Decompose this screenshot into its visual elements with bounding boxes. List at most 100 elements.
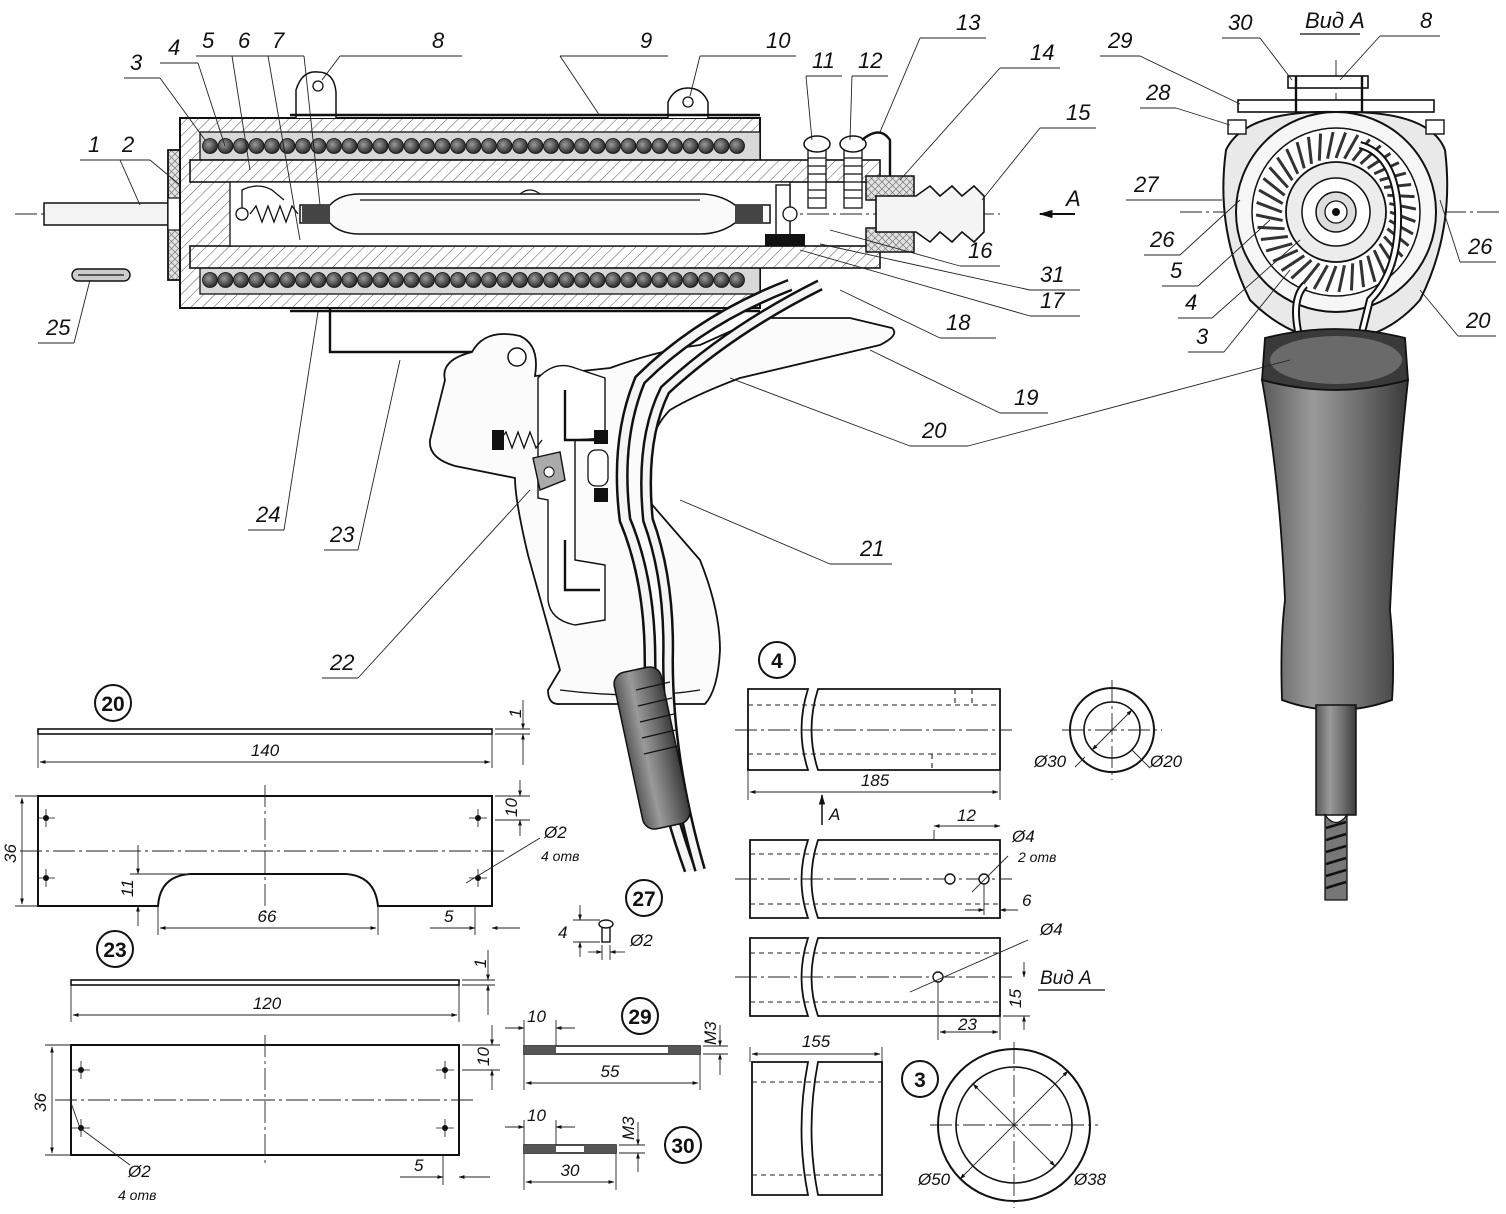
callout-8: 8: [432, 28, 445, 53]
part-4-tube: 4 185 A Ø30 Ø20 12 Ø4 2 отв: [735, 641, 1183, 1040]
lamp: [299, 193, 771, 235]
callout-1: 1: [88, 132, 100, 157]
part-4-hole2-height: 15: [1006, 989, 1025, 1008]
callout-16: 16: [968, 238, 993, 263]
part-23-length: 120: [253, 994, 282, 1013]
end-view-callout-26: 26: [1149, 227, 1175, 252]
part-30-thread: M3: [619, 1116, 638, 1140]
part-3-inner: Ø38: [1073, 1170, 1107, 1189]
part-4-hole-dia: Ø4: [1011, 827, 1035, 846]
end-view-callout-3: 3: [1196, 324, 1209, 349]
end-view-callout-26: 26: [1467, 234, 1493, 259]
part-29-thread-len: 10: [527, 1007, 546, 1026]
part-20-plate: 20 140 1 36 10 11 66 5 Ø2 4 отв: [1, 684, 579, 935]
end-view-callout-27: 27: [1133, 172, 1159, 197]
part-20-cut-depth: 11: [118, 879, 137, 897]
end-view-callout-20: 20: [1465, 308, 1491, 333]
part-3-outer: Ø50: [917, 1170, 951, 1189]
callout-11: 11: [812, 48, 835, 73]
callout-13: 13: [956, 10, 981, 35]
callout-12: 12: [858, 48, 882, 73]
heat-gun-section: A: [15, 71, 1081, 873]
callout-2: 2: [121, 132, 134, 157]
part-23-id: 23: [103, 939, 126, 962]
mounting-lugs: [290, 71, 760, 118]
callout-14: 14: [1030, 40, 1054, 65]
end-view-callout-29: 29: [1107, 28, 1132, 53]
callout-5: 5: [202, 28, 215, 53]
part-4-hole-offset: 12: [957, 806, 976, 825]
callout-25: 25: [45, 315, 71, 340]
part-20-thickness: 1: [506, 709, 525, 718]
part-27-length: 4: [558, 923, 567, 942]
callout-22: 22: [329, 650, 354, 675]
part-4-outer: Ø30: [1033, 752, 1067, 771]
part-4-hole2-dia: Ø4: [1039, 920, 1063, 939]
part-29-id: 29: [628, 1006, 651, 1029]
part-30-thread-len: 10: [527, 1106, 546, 1125]
part-4-view-label: Вид А: [1040, 968, 1092, 989]
part-23-hole: Ø2: [127, 1162, 151, 1181]
hose-fitting: [875, 184, 985, 244]
part-23-edge: 10: [474, 1047, 493, 1066]
part-27-pin: 27 4 Ø2: [558, 879, 663, 960]
part-29-thread: M3: [701, 1021, 720, 1045]
part-30-id: 30: [671, 1135, 694, 1158]
callout-7: 7: [272, 28, 285, 53]
part-4-inner: Ø20: [1149, 752, 1183, 771]
part-4-hole2-offset: 23: [957, 1015, 977, 1034]
callout-24: 24: [255, 502, 280, 527]
part-23-thickness: 1: [471, 959, 490, 968]
part-27-dia: Ø2: [629, 931, 653, 950]
callout-15: 15: [1066, 100, 1091, 125]
nozzle-tube: [43, 202, 185, 226]
part-29-length: 55: [601, 1062, 620, 1081]
callout-3: 3: [130, 50, 143, 75]
part-3-id: 3: [914, 1069, 926, 1092]
part-23-margin: 5: [414, 1156, 424, 1175]
end-view-callout-5: 5: [1170, 258, 1183, 283]
part-30-length: 30: [561, 1161, 580, 1180]
part-3-length: 155: [802, 1032, 831, 1051]
part-29-rod: 29 10 55 M3: [505, 997, 728, 1090]
part-20-id: 20: [101, 693, 124, 716]
callout-18: 18: [946, 310, 971, 335]
callout-17: 17: [1040, 288, 1065, 313]
part-20-margin: 5: [444, 907, 454, 926]
part-20-edge: 10: [502, 798, 521, 817]
part-30-rod: 30 10 30 M3: [505, 1106, 702, 1190]
part-4-hole-count: 2 отв: [1017, 849, 1056, 865]
part-20-hole-count: 4 отв: [541, 848, 579, 864]
callout-20: 20: [921, 418, 947, 443]
part-20-cut-width: 66: [258, 907, 277, 926]
part-3-tube: 155 3 Ø50 Ø38: [749, 1032, 1107, 1208]
pistol-handle: [429, 278, 896, 873]
coil-row-top: [202, 138, 745, 154]
spring: [249, 204, 299, 224]
part-4-id: 4: [771, 650, 783, 673]
part-20-length: 140: [251, 741, 280, 760]
terminal-screws: [803, 131, 892, 209]
coil-row-bottom: [202, 272, 745, 288]
callout-21: 21: [859, 536, 884, 561]
callout-9: 9: [640, 28, 652, 53]
end-view-coils: [1255, 131, 1417, 293]
part-20-hole: Ø2: [543, 823, 567, 842]
callout-6: 6: [238, 28, 251, 53]
callout-4: 4: [168, 35, 180, 60]
part-23-plate: 23 120 1 36 10 5 Ø2 4 отв: [31, 930, 500, 1203]
part-4-length: 185: [861, 771, 890, 790]
view-arrow-letter: A: [1064, 186, 1081, 211]
end-view: Вид А: [1180, 8, 1500, 901]
part-4-view-arrow: A: [828, 805, 840, 824]
end-view-callout-8: 8: [1420, 8, 1433, 33]
callout-23: 23: [329, 522, 355, 547]
callout-10: 10: [766, 28, 791, 53]
part-23-hole-count: 4 отв: [118, 1187, 156, 1203]
end-view-callout-30: 30: [1228, 10, 1253, 35]
part-23-width: 36: [31, 1093, 50, 1112]
